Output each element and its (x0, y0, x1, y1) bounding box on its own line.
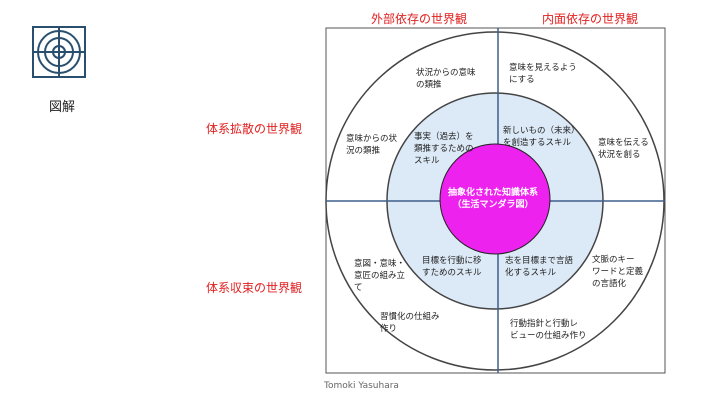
outer-br-right: 文脈のキー ワードと定義 の言語化 (592, 255, 644, 289)
header-external-worldview: 外部依存の世界観 (371, 12, 468, 26)
outer-tr-right: 意味を伝える 状況を創る (598, 138, 649, 160)
inner-bottom-right: 志を目標まで言語 化するスキル (505, 256, 574, 278)
outer-bl-left: 意図・意味・ 意匠の組み立 て (354, 259, 406, 293)
center-circle (439, 143, 551, 255)
inner-bottom-left: 目標を行動に移 すためのスキル (422, 256, 482, 278)
outer-tl-top: 状況からの意味 の類推 (416, 68, 476, 90)
inner-top-right: 新しいもの（未来） を創造するスキル (503, 126, 580, 148)
concentric-target-icon (32, 26, 86, 78)
header-convergence-worldview: 体系収束の世界観 (206, 281, 303, 295)
outer-bl-bottom: 習慣化の仕組み 作り (380, 312, 440, 334)
outer-br-bottom: 行動指針と行動レ ビューの仕組み作り (510, 319, 587, 341)
center-knowledge-system: 抽象化された知識体系 （生活マンダラ図） (447, 188, 538, 210)
header-internal-worldview: 内面依存の世界観 (542, 12, 639, 26)
outer-tl-left: 意味からの状 況の類推 (346, 134, 398, 156)
outer-tr-top: 意味を見えるよう にする (509, 63, 577, 85)
header-expansion-worldview: 体系拡散の世界観 (206, 122, 303, 136)
author-credit: Tomoki Yasuhara (324, 381, 399, 391)
inner-top-left: 事実（過去）を 類推するための スキル (414, 132, 474, 166)
logo-caption: 図解 (49, 100, 76, 115)
